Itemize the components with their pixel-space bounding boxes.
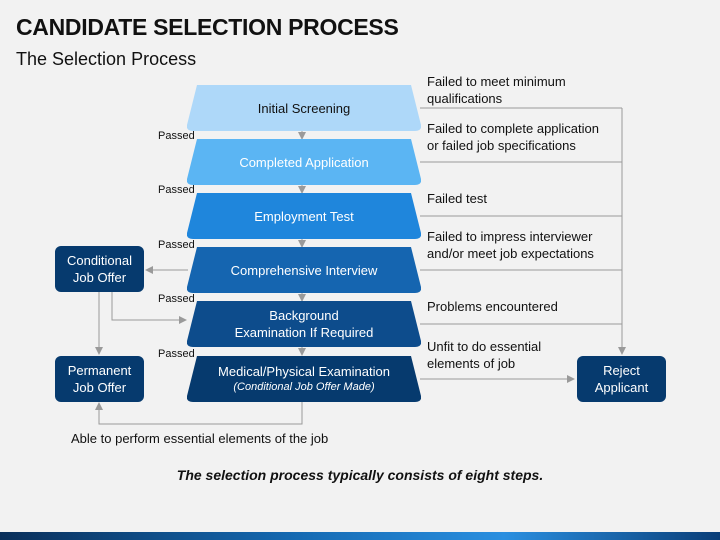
conditional-job-offer-box: Conditional Job Offer xyxy=(55,246,144,292)
passed-label-1: Passed xyxy=(158,130,195,142)
conditional-to-background-arrow xyxy=(111,292,187,324)
stage-background-examination: Background Examination If Required xyxy=(187,301,421,347)
failure-reason-2: Failed to complete application or failed… xyxy=(427,121,599,153)
bottom-note: Able to perform essential elements of th… xyxy=(71,431,329,446)
failure-reason-5: Problems encountered xyxy=(427,299,558,314)
stage-employment-test: Employment Test xyxy=(187,193,421,239)
footer-caption: The selection process typically consists… xyxy=(176,467,544,483)
stage-medical-examination: Medical/Physical Examination (Conditiona… xyxy=(187,356,421,402)
passed-label-5: Passed xyxy=(158,348,195,360)
medical-to-permanent-arrow xyxy=(95,402,303,425)
stage-label: Background Examination If Required xyxy=(234,308,374,340)
reject-applicant-box: Reject Applicant xyxy=(577,356,666,402)
failure-reason-4: Failed to impress interviewer and/or mee… xyxy=(427,229,594,261)
page-title: CANDIDATE SELECTION PROCESS xyxy=(16,14,399,40)
stage-sublabel: (Conditional Job Offer Made) xyxy=(233,381,375,393)
passed-label-3: Passed xyxy=(158,239,195,251)
stage-label: Employment Test xyxy=(254,208,354,224)
failure-reason-3: Failed test xyxy=(427,191,487,206)
stage-label: Medical/Physical Examination xyxy=(218,364,390,379)
reject-applicant-label: Reject Applicant xyxy=(594,363,649,395)
stage-completed-application: Completed Application xyxy=(187,139,421,185)
conditional-job-offer-label: Conditional Job Offer xyxy=(66,253,133,285)
stage-label: Completed Application xyxy=(239,154,369,170)
bottom-color-strip xyxy=(0,532,720,540)
stage-comprehensive-interview: Comprehensive Interview xyxy=(187,247,421,293)
passed-label-4: Passed xyxy=(158,293,195,305)
stage-label: Comprehensive Interview xyxy=(230,262,378,278)
passed-label-2: Passed xyxy=(158,184,195,196)
stage-label: Initial Screening xyxy=(257,100,351,116)
page-subtitle: The Selection Process xyxy=(16,49,197,69)
permanent-job-offer-box: Permanent Job Offer xyxy=(55,356,144,402)
permanent-job-offer-label: Permanent Job Offer xyxy=(67,363,132,395)
stage-initial-screening: Initial Screening xyxy=(187,85,421,131)
failure-reason-6: Unfit to do essential elements of job xyxy=(427,339,542,371)
failure-reason-1: Failed to meet minimum qualifications xyxy=(427,74,566,106)
